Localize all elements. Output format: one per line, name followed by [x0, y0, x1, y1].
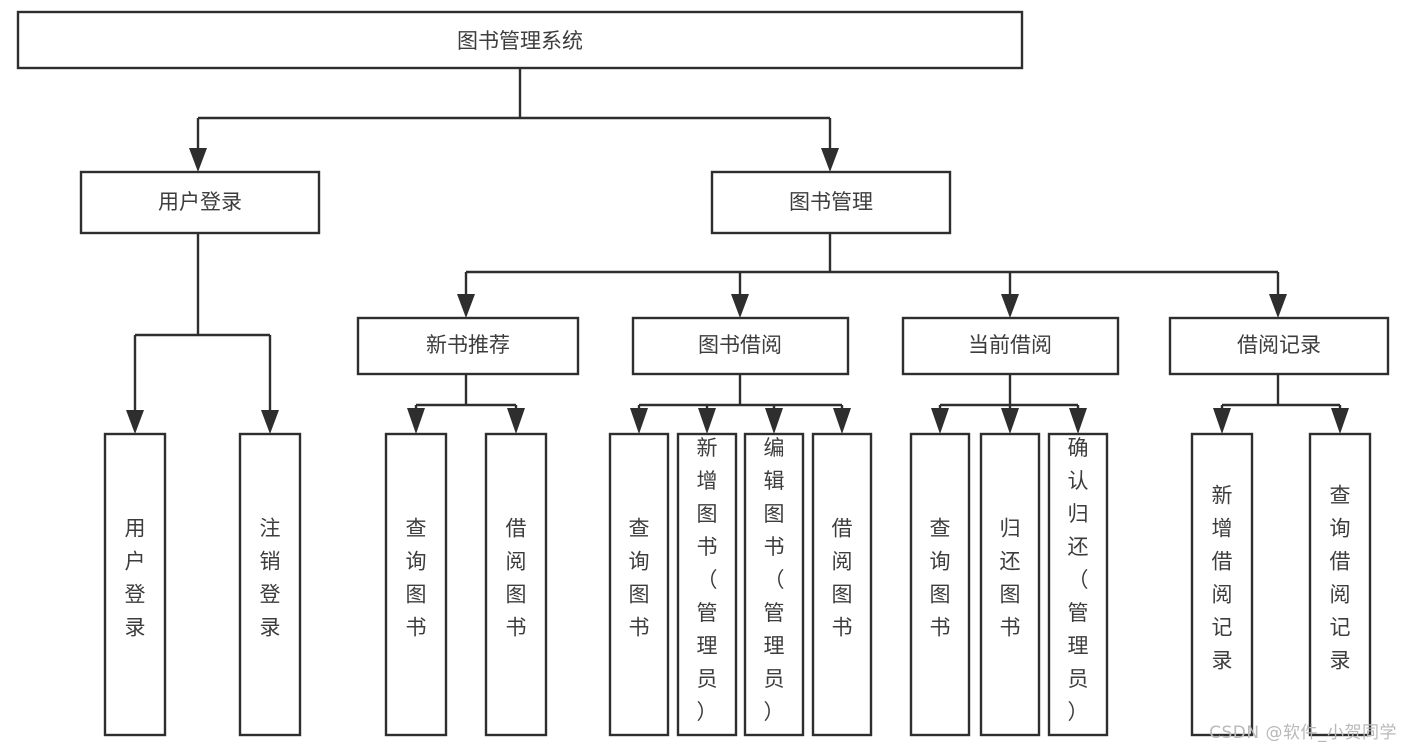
node-leaf-add-record[interactable]: 新增借阅记录 [1190, 432, 1254, 737]
node-book-manage-label: 图书管理 [789, 190, 873, 214]
node-root-box[interactable] [16, 10, 1024, 70]
arrowhead-current-borrow-leaf-2 [1001, 408, 1019, 434]
node-book-borrow-label: 图书借阅 [698, 333, 782, 357]
node-new-book-recommend-label: 新书推荐 [426, 333, 510, 357]
arrowhead-book-borrow-leaf-1 [630, 408, 648, 434]
arrowhead-book-borrow-leaf-3 [765, 408, 783, 434]
arrowhead-new-book-leaf-2 [507, 408, 525, 434]
node-borrow-record-label: 借阅记录 [1237, 333, 1321, 357]
node-leaf-edit-book-label: 编辑图书（管理员） [764, 436, 785, 724]
node-leaf-query-book-1-label: 查询图书 [406, 517, 427, 640]
node-leaf-query-book-3-label: 查询图书 [930, 517, 951, 640]
node-leaf-borrow-book-1-label: 借阅图书 [506, 517, 527, 640]
node-leaf-return-book[interactable]: 归还图书 [979, 432, 1041, 737]
node-leaf-query-book-3[interactable]: 查询图书 [909, 432, 971, 737]
node-root[interactable]: 图书管理系统 [16, 10, 1024, 70]
node-leaf-query-record[interactable]: 查询借阅记录 [1308, 432, 1372, 737]
node-root-label: 图书管理系统 [457, 29, 583, 53]
arrowhead-new-book-leaf-1 [407, 408, 425, 434]
node-book-manage[interactable]: 图书管理 [710, 170, 952, 235]
node-leaf-return-book-box[interactable] [979, 432, 1041, 737]
node-new-book-recommend[interactable]: 新书推荐 [356, 316, 580, 376]
node-leaf-add-book-label: 新增图书（管理员） [697, 436, 718, 724]
arrowhead-book-borrow-leaf-4 [833, 408, 851, 434]
node-leaf-add-book[interactable]: 新增图书（管理员） [676, 432, 738, 737]
arrowhead-root-to-user-login [189, 148, 207, 172]
arrowhead-borrow-record-leaf-1 [1213, 408, 1231, 434]
arrowhead-book-manage-borrow-record [1269, 294, 1287, 318]
node-new-book-recommend-box[interactable] [356, 316, 580, 376]
arrowhead-current-borrow-leaf-3 [1069, 408, 1087, 434]
node-leaf-borrow-book-1[interactable]: 借阅图书 [484, 432, 548, 737]
node-leaf-query-record-label: 查询借阅记录 [1330, 484, 1351, 673]
csdn-watermark: CSDN @软件_小贺同学 [1209, 723, 1397, 743]
node-user-login-label: 用户登录 [158, 190, 242, 214]
node-leaf-query-book-2-box[interactable] [608, 432, 670, 737]
node-leaf-borrow-book-2-box[interactable] [811, 432, 873, 737]
arrowhead-root-to-book-manage [821, 148, 839, 172]
node-leaf-query-record-box[interactable] [1308, 432, 1372, 737]
node-leaf-borrow-book-1-box[interactable] [484, 432, 548, 737]
node-book-borrow-box[interactable] [631, 316, 850, 376]
node-leaf-query-book-3-box[interactable] [909, 432, 971, 737]
node-leaf-user-login-label: 用户登录 [125, 517, 146, 640]
arrowhead-book-manage-book-borrow [731, 294, 749, 318]
node-leaf-add-record-label: 新增借阅记录 [1212, 484, 1233, 673]
arrowhead-user-login-leaf-2 [261, 410, 279, 434]
node-leaf-edit-book[interactable]: 编辑图书（管理员） [743, 432, 805, 737]
node-leaf-user-logout-label: 注销登录 [260, 517, 281, 640]
arrowhead-current-borrow-leaf-1 [931, 408, 949, 434]
node-borrow-record[interactable]: 借阅记录 [1168, 316, 1390, 376]
arrowhead-borrow-record-leaf-2 [1331, 408, 1349, 434]
arrowhead-user-login-leaf-1 [126, 410, 144, 434]
node-leaf-user-login[interactable]: 用户登录 [103, 432, 167, 737]
arrowhead-book-manage-new-book [457, 294, 475, 318]
node-leaf-query-book-2[interactable]: 查询图书 [608, 432, 670, 737]
node-current-borrow-box[interactable] [901, 316, 1120, 376]
node-leaf-borrow-book-2-label: 借阅图书 [832, 517, 853, 640]
node-user-login[interactable]: 用户登录 [79, 170, 321, 235]
node-book-borrow[interactable]: 图书借阅 [631, 316, 850, 376]
node-leaf-confirm-return[interactable]: 确认归还（管理员） [1047, 432, 1109, 737]
node-leaf-return-book-label: 归还图书 [1000, 517, 1021, 640]
node-current-borrow-label: 当前借阅 [968, 333, 1052, 357]
arrowhead-book-manage-current-borrow [1001, 294, 1019, 318]
edges-layer [126, 68, 1349, 434]
node-leaf-user-login-box[interactable] [103, 432, 167, 737]
node-leaf-query-book-1-box[interactable] [384, 432, 448, 737]
node-user-login-box[interactable] [79, 170, 321, 235]
node-leaf-add-record-box[interactable] [1190, 432, 1254, 737]
node-leaf-query-book-1[interactable]: 查询图书 [384, 432, 448, 737]
node-leaf-user-logout-box[interactable] [238, 432, 302, 737]
node-book-manage-box[interactable] [710, 170, 952, 235]
node-leaf-confirm-return-box[interactable] [1047, 432, 1109, 737]
node-borrow-record-box[interactable] [1168, 316, 1390, 376]
node-leaf-user-logout[interactable]: 注销登录 [238, 432, 302, 737]
node-leaf-confirm-return-label: 确认归还（管理员） [1068, 436, 1089, 724]
arrowhead-book-borrow-leaf-2 [698, 408, 716, 434]
node-current-borrow[interactable]: 当前借阅 [901, 316, 1120, 376]
node-leaf-add-book-box[interactable] [676, 432, 738, 737]
node-leaf-borrow-book-2[interactable]: 借阅图书 [811, 432, 873, 737]
node-leaf-query-book-2-label: 查询图书 [629, 517, 650, 640]
node-leaf-edit-book-box[interactable] [743, 432, 805, 737]
